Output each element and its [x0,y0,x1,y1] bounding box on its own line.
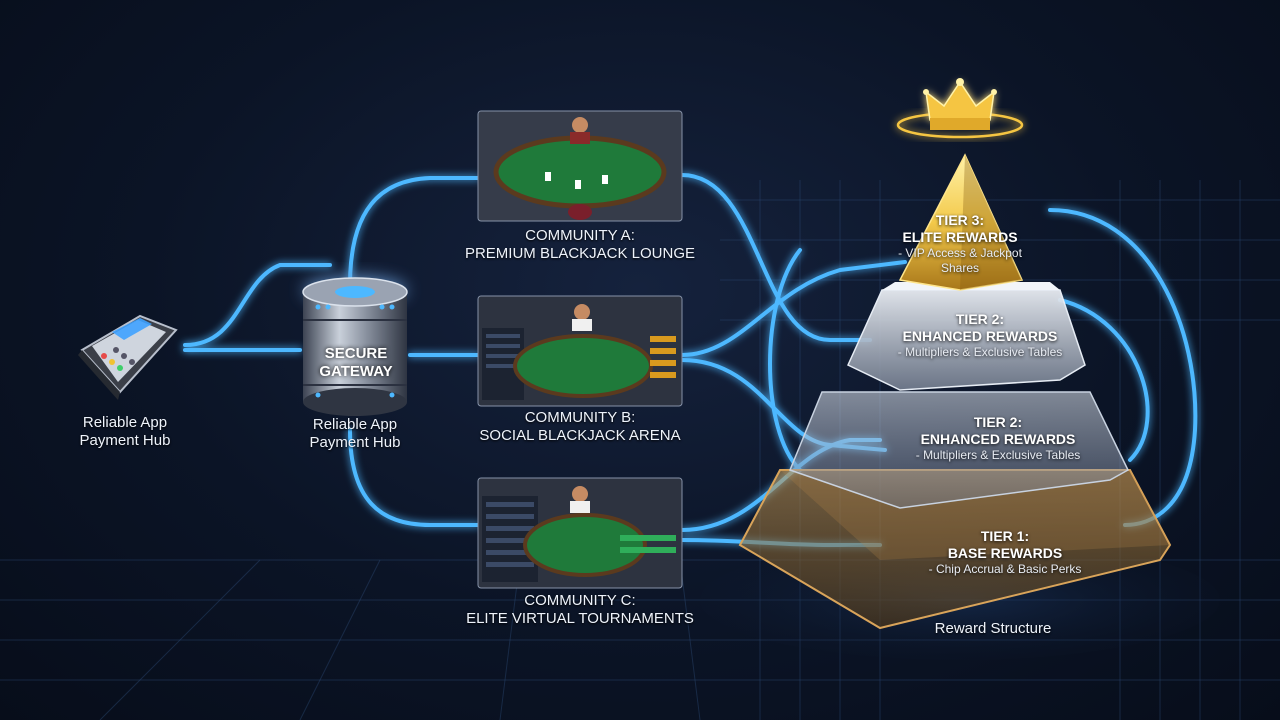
reward-pyramid [738,153,1172,630]
crown-icon [896,78,1024,139]
tier-2-lower-title-line1: TIER 2: [973,414,1023,430]
tier-3-desc-line2: Shares [940,261,980,275]
tier-1-title-line2: BASE REWARDS [947,545,1063,561]
payment-terminal-icon [78,314,178,400]
tier-3-title-line2: ELITE REWARDS [902,229,1018,245]
gateway-title-line1: SECURE [324,345,388,362]
tier-2-lower-desc: - Multipliers & Exclusive Tables [915,448,1081,462]
terminal-label-line2: Payment Hub [79,432,171,449]
tier-2-lower-layer [789,391,1129,509]
community-b-label: COMMUNITY B: SOCIAL BLACKJACK ARENA [460,409,700,445]
terminal-label: Reliable App Payment Hub [50,414,200,450]
tier-3-desc-line1: - VIP Access & Jackpot [898,246,1022,260]
gateway-label-line1: Reliable App [312,416,398,433]
reward-structure-caption: Reward Structure [934,620,1052,637]
community-b-subtitle: SOCIAL BLACKJACK ARENA [479,427,681,444]
community-a-subtitle: PREMIUM BLACKJACK LOUNGE [464,245,696,262]
community-c-title: COMMUNITY C: [524,592,636,609]
tier-3-title-line1: TIER 3: [935,212,985,228]
community-a-title: COMMUNITY A: [525,227,635,244]
community-c-label: COMMUNITY C: ELITE VIRTUAL TOURNAMENTS [460,592,700,628]
gateway-title: SECURE GATEWAY [305,345,407,381]
tier-3-text: TIER 3: ELITE REWARDS - VIP Access & Jac… [885,212,1035,276]
community-c-screen [477,477,683,589]
tier-1-desc: - Chip Accrual & Basic Perks [928,562,1082,576]
community-a-label: COMMUNITY A: PREMIUM BLACKJACK LOUNGE [460,227,700,263]
tier-1-layer [738,469,1172,630]
tier-2-upper-text: TIER 2: ENHANCED REWARDS - Multipliers &… [875,311,1085,360]
gateway-title-line2: GATEWAY [319,363,393,380]
tier-2-upper-title-line2: ENHANCED REWARDS [902,328,1058,344]
gateway-label: Reliable App Payment Hub [280,416,430,452]
tier-2-lower-text: TIER 2: ENHANCED REWARDS - Multipliers &… [893,414,1103,463]
community-b-screen [477,295,683,407]
tier-1-title-line1: TIER 1: [980,528,1030,544]
community-c-subtitle: ELITE VIRTUAL TOURNAMENTS [466,610,694,627]
community-a-screen [477,110,683,222]
tier-1-text: TIER 1: BASE REWARDS - Chip Accrual & Ba… [900,528,1110,577]
database-server-icon [302,276,408,416]
tier-2-lower-title-line2: ENHANCED REWARDS [920,431,1076,447]
tier-2-upper-title-line1: TIER 2: [955,311,1005,327]
community-b-title: COMMUNITY B: [524,409,636,426]
terminal-label-line1: Reliable App [82,414,168,431]
gateway-label-line2: Payment Hub [309,434,401,451]
tier-3-layer [898,153,1024,291]
tier-2-upper-desc: - Multipliers & Exclusive Tables [897,345,1063,359]
